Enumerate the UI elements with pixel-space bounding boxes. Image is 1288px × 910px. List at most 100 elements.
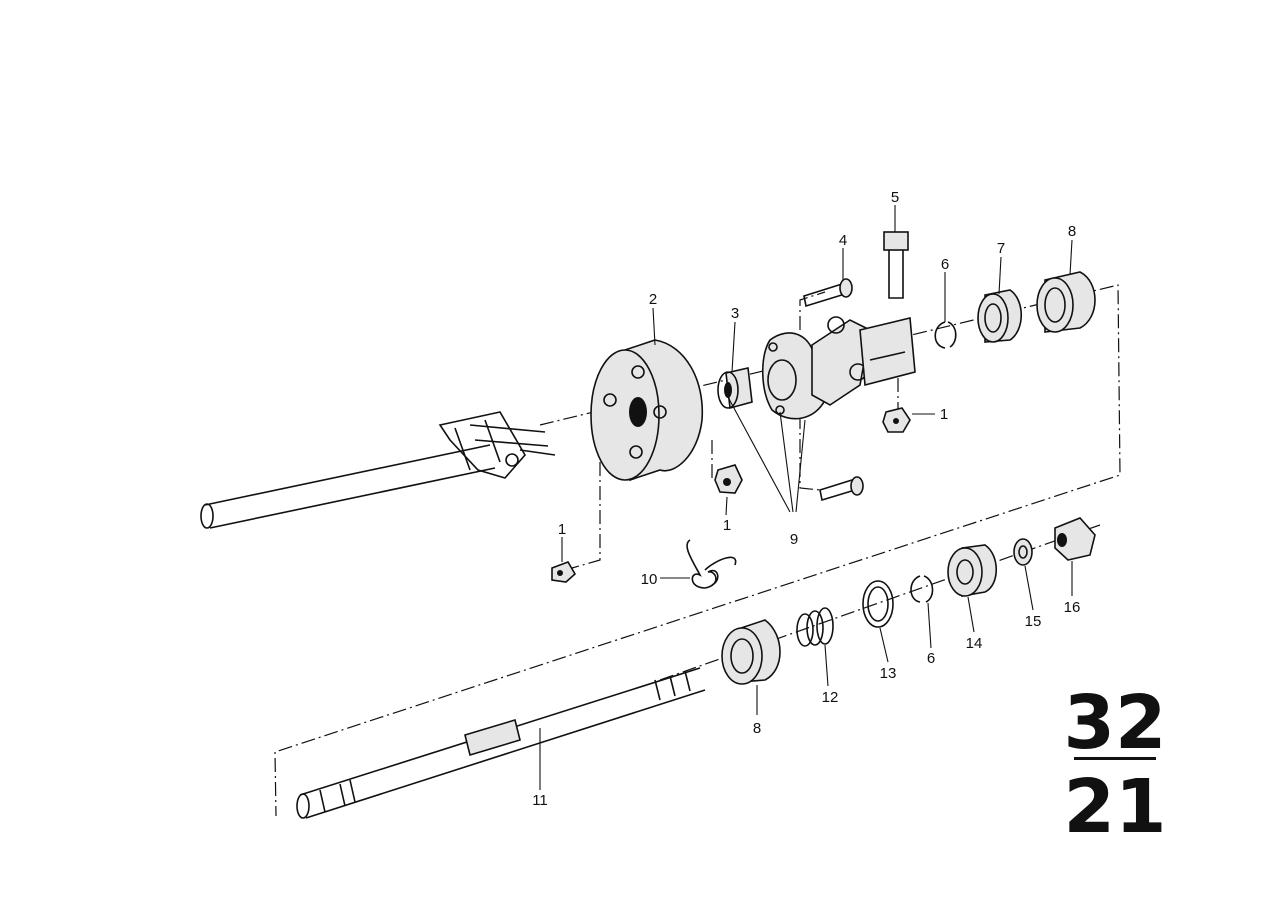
shaft-end <box>296 793 310 819</box>
callout-14: 14 <box>966 635 983 652</box>
section-number-block: 32 21 <box>1064 680 1167 850</box>
washer-bore <box>1018 545 1028 559</box>
callout-13: 13 <box>880 665 897 682</box>
yoke-pin-top <box>827 316 845 334</box>
spring-coil-3 <box>816 607 834 645</box>
bolt-upper-head <box>839 278 853 298</box>
part-1-nut-middle <box>714 464 743 494</box>
callout-1-middle: 1 <box>723 517 731 534</box>
bushing-bore <box>724 382 732 398</box>
column-tube-end <box>200 503 214 529</box>
bracket-studs <box>469 424 556 456</box>
disc-face <box>590 349 660 481</box>
nut-16-body <box>1054 517 1096 561</box>
joint-flange <box>761 332 826 420</box>
callouts: 2 3 4 5 6 7 8 1 1 1 9 10 8 11 12 13 6 14… <box>532 189 1080 809</box>
circlip-lower-ring <box>910 575 934 603</box>
callout-8-lower: 8 <box>753 720 761 737</box>
shaft-collar <box>464 718 521 757</box>
bolt-lower-head <box>850 476 864 496</box>
disc-hole-top <box>631 365 645 379</box>
cup-upper-face <box>1036 277 1074 333</box>
clamp-bolt-shank <box>888 250 904 299</box>
bearing-face <box>977 293 1009 343</box>
part-1-nut-left <box>551 561 577 583</box>
ring-outer <box>862 580 894 628</box>
universal-joint <box>761 316 916 420</box>
disc-hole-left <box>603 393 617 407</box>
circlip-upper-ring <box>934 321 957 349</box>
column-tube <box>204 444 496 529</box>
bearing-lower-bore <box>956 559 974 585</box>
joint-clamp-sleeve <box>859 317 916 387</box>
callout-9: 9 <box>790 531 798 548</box>
cup-lower-bore <box>730 638 754 674</box>
upper-bolt-connection-line <box>799 291 826 330</box>
section-divider <box>1074 757 1156 760</box>
bolt-upper-shank <box>803 282 846 308</box>
part-15-washer <box>1013 538 1033 566</box>
section-number: 32 <box>1064 680 1167 766</box>
disc-hole-right <box>653 405 667 419</box>
callout-1-right: 1 <box>940 406 948 423</box>
callout-2: 2 <box>649 291 657 308</box>
part-3-bushing <box>717 367 753 410</box>
part-6-circlip-lower <box>910 575 934 603</box>
callout-6-lower: 6 <box>927 650 935 667</box>
flange-hole-top <box>768 342 778 352</box>
bracket-hole <box>505 453 519 467</box>
clamp-bolt-head <box>883 231 909 251</box>
spring-coil-2 <box>806 610 824 646</box>
clamp-slot <box>869 351 906 361</box>
callout-1-left: 1 <box>558 521 566 538</box>
nut-left-body <box>551 561 577 583</box>
nut-left-bore <box>557 570 563 576</box>
part-12-compression-spring <box>796 607 834 647</box>
cup-upper-bore <box>1044 287 1066 323</box>
callout-5: 5 <box>891 189 899 206</box>
callout-15: 15 <box>1025 613 1042 630</box>
lower-bolt-connection-line <box>799 415 821 491</box>
joint-yoke <box>811 319 871 406</box>
part-6-circlip-upper <box>934 321 957 349</box>
disc-hole-bottom <box>629 445 643 459</box>
ring-inner <box>867 586 889 622</box>
section-subnumber: 21 <box>1064 764 1167 850</box>
upper-assembly-centerline <box>274 284 1121 817</box>
nut-middle-bore <box>723 478 731 486</box>
spring-coil-1 <box>796 613 814 647</box>
callout-4: 4 <box>839 232 847 249</box>
column-bracket <box>438 411 526 479</box>
leader-lines <box>539 205 1073 790</box>
part-7-bearing <box>977 289 1022 343</box>
bearing-bore <box>984 303 1002 333</box>
part-13-ring <box>862 580 894 628</box>
callout-8-upper: 8 <box>1068 223 1076 240</box>
callout-12: 12 <box>822 689 839 706</box>
washer-face <box>1013 538 1033 566</box>
part-8-bearing-cup-upper <box>1036 271 1096 333</box>
bearing-lower-face <box>947 547 983 597</box>
callout-3: 3 <box>731 305 739 322</box>
part-8-bearing-cup-lower <box>721 619 781 685</box>
part-5-clamp-bolt <box>883 231 909 299</box>
part-4-bolt-upper <box>803 278 853 308</box>
callout-6-upper: 6 <box>941 256 949 273</box>
callout-16: 16 <box>1064 599 1081 616</box>
part-14-bearing <box>947 544 997 597</box>
nut-right-bore <box>893 418 899 424</box>
flange-bore <box>767 359 797 401</box>
shaft-splines-upper <box>654 670 691 701</box>
shaft-splines-lower <box>319 779 356 813</box>
part-10-spring <box>686 539 737 589</box>
disc-center-bore <box>629 397 647 427</box>
bolt-lower-shank <box>819 478 856 502</box>
part-11-steering-shaft <box>296 667 706 819</box>
callout-11: 11 <box>532 792 548 809</box>
spring-coils <box>686 539 737 589</box>
centerlines <box>274 284 1121 817</box>
bolt-lower <box>819 476 864 502</box>
callout-10: 10 <box>641 571 658 588</box>
column-shaft <box>200 411 556 529</box>
